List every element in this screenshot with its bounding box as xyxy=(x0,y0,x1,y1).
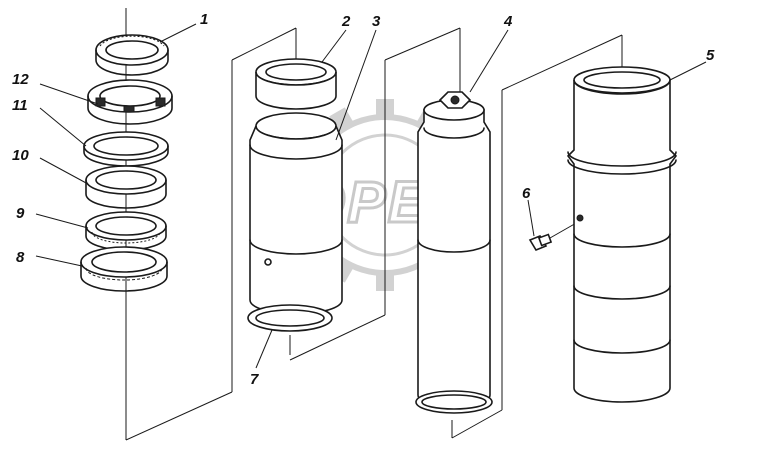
callout-2: 2 xyxy=(341,13,351,30)
callout-7: 7 xyxy=(250,371,259,388)
part-8-bearing xyxy=(80,246,168,292)
ring-stack xyxy=(80,34,173,292)
callout-8: 8 xyxy=(16,249,25,266)
part-6-plug xyxy=(528,221,579,251)
part-4-tube xyxy=(415,91,493,414)
callout-9: 9 xyxy=(16,205,25,222)
part-9-ring xyxy=(85,211,167,251)
part-11-washer xyxy=(83,131,169,167)
part-5-cylinder xyxy=(566,66,678,403)
callout-5: 5 xyxy=(706,47,715,64)
callout-4: 4 xyxy=(503,13,513,30)
callout-1: 1 xyxy=(200,11,208,28)
part-12-slotted-ring xyxy=(87,79,173,125)
leader-lines xyxy=(35,23,707,369)
callout-12: 12 xyxy=(12,71,29,88)
callout-3: 3 xyxy=(372,13,381,30)
callouts: 1 2 3 4 5 6 7 8 9 10 11 12 xyxy=(12,11,715,388)
part-2-sleeve xyxy=(247,58,343,332)
callout-10: 10 xyxy=(12,147,29,164)
callout-6: 6 xyxy=(522,185,531,202)
callout-11: 11 xyxy=(12,97,28,114)
part-1-nut-ring xyxy=(95,34,169,76)
part-10-race xyxy=(85,165,167,209)
